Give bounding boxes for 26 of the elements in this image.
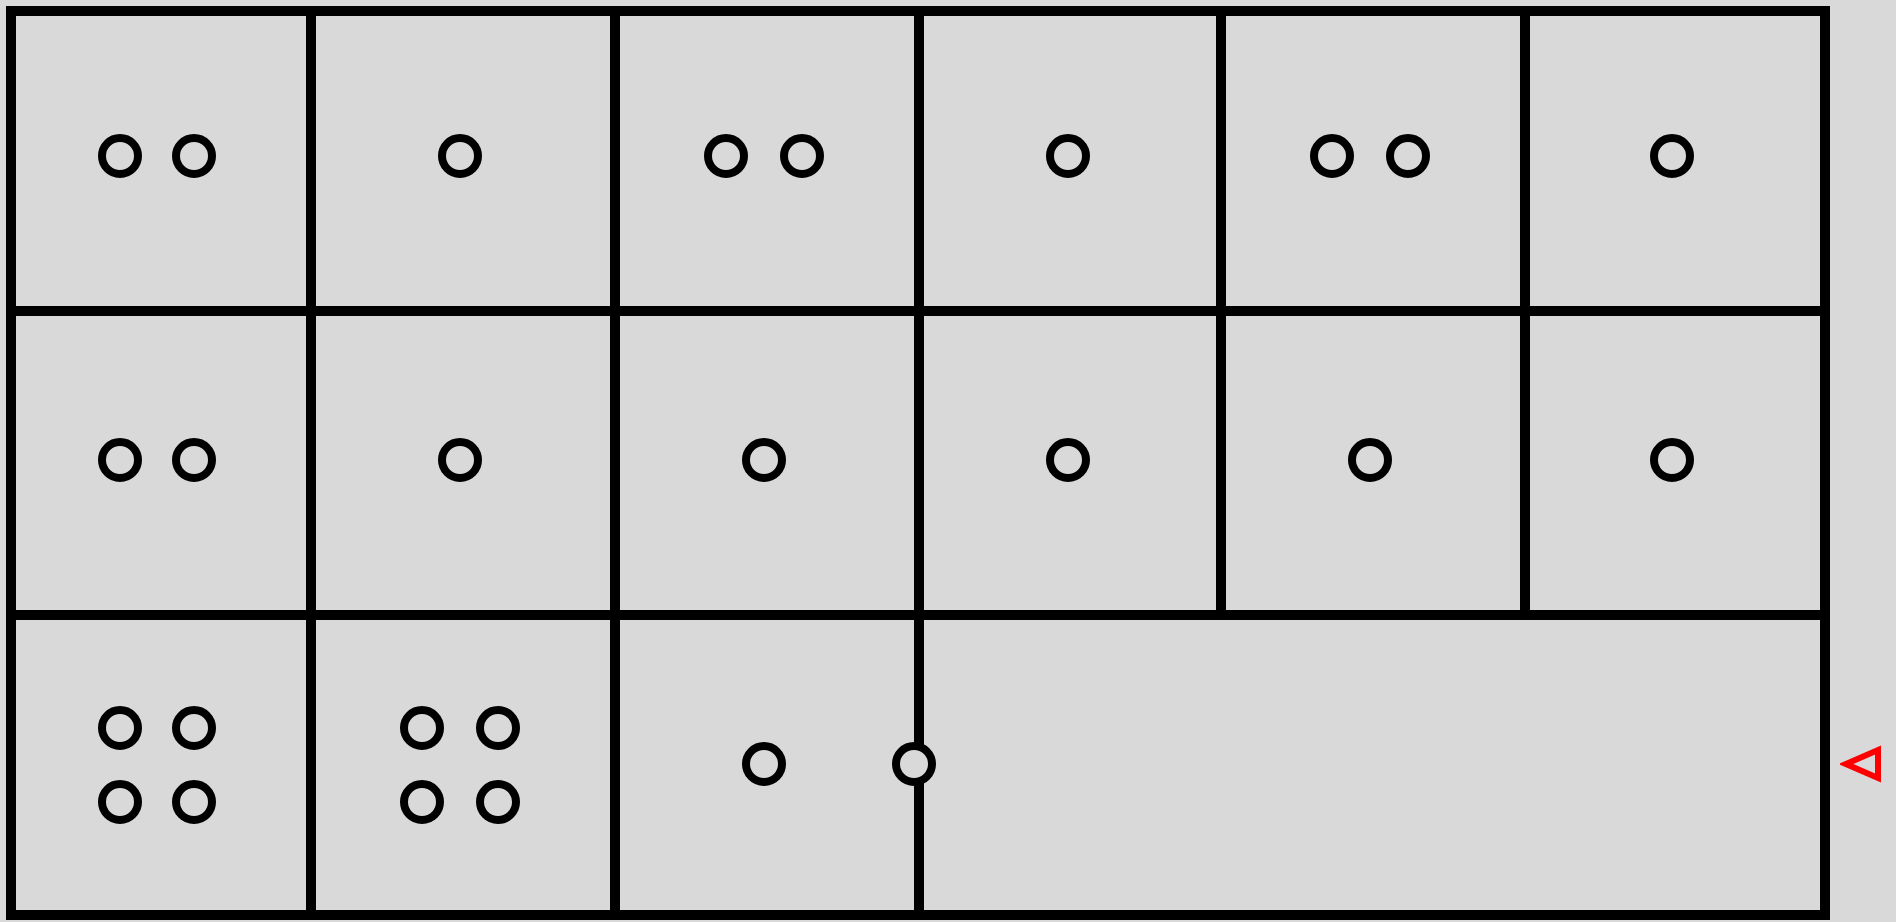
small-circle [1650,134,1694,178]
small-circle [98,780,142,824]
small-circle [742,742,786,786]
small-circle [172,706,216,750]
small-circle [742,438,786,482]
small-circle [172,438,216,482]
small-circle [476,780,520,824]
small-circle [172,134,216,178]
small-circle [172,780,216,824]
small-circle [98,706,142,750]
small-circle [1045,438,1089,482]
small-circle [400,706,444,750]
small-circle [1386,134,1430,178]
small-circle [476,706,520,750]
small-circle [400,780,444,824]
small-circle [98,438,142,482]
small-circle [780,134,824,178]
small-circle [438,134,482,178]
small-circle [1348,438,1392,482]
small-circle [1310,134,1354,178]
small-circle [1650,438,1694,482]
small-circle [704,134,748,178]
small-circle [98,134,142,178]
triangle-marker [1840,744,1884,784]
small-circle [1045,134,1089,178]
small-circle [438,438,482,482]
